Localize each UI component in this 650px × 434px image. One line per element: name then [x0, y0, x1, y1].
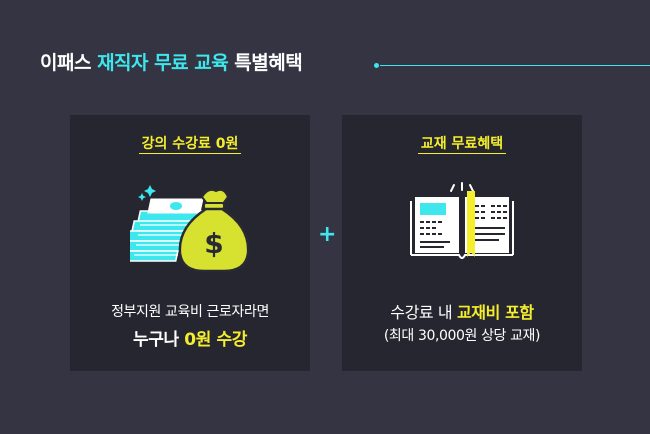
- open-book-icon: [410, 182, 514, 259]
- svg-text:$: $: [204, 227, 223, 260]
- card-description-line1: 수강료 내 교재비 포함: [390, 303, 534, 322]
- card-description-line2: (최대 30,000원 상당 교재): [383, 328, 541, 344]
- header-suffix: 특별혜택: [234, 52, 303, 74]
- card-description-line2: 누구나 0원 수강: [133, 330, 247, 350]
- section-header: 이패스 재직자 무료 교육 특별혜택: [40, 48, 303, 75]
- header-highlight: 재직자 무료 교육: [97, 52, 229, 74]
- header-divider-line: [380, 65, 650, 66]
- card-title: 교재 무료혜택: [342, 133, 582, 154]
- card-title: 강의 수강료 0원: [70, 133, 310, 154]
- benefit-card-free-tuition: 강의 수강료 0원 $ 정부지원 교육비 근로자라면 누구나 0원: [70, 115, 310, 371]
- plus-sign: +: [318, 222, 337, 247]
- card-description-line1: 정부지원 교육비 근로자라면: [111, 304, 269, 320]
- header-line-dot: [374, 63, 379, 68]
- money-bag-icon: $: [130, 185, 250, 273]
- header-prefix: 이패스: [40, 52, 91, 74]
- benefit-card-free-textbook: 교재 무료혜택: [342, 115, 582, 371]
